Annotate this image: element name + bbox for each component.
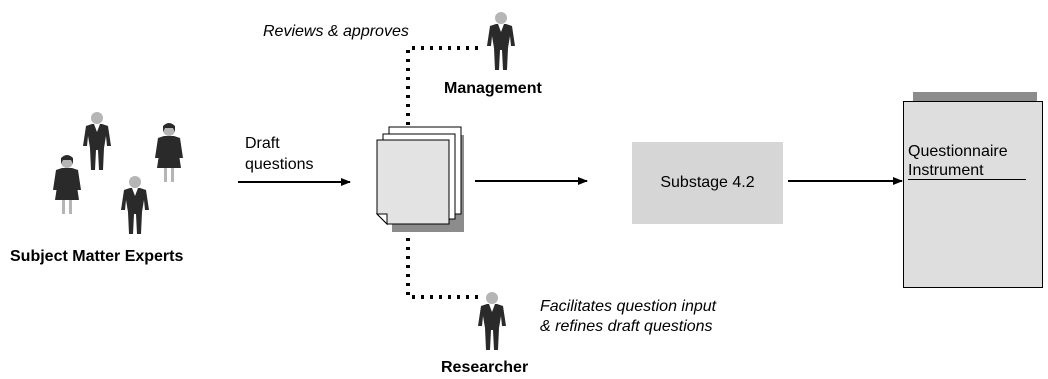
researcher-dotted-connector — [406, 238, 478, 299]
reviews-approves-label: Reviews & approves — [263, 23, 409, 40]
instrument-underline — [908, 179, 1026, 180]
instrument-label-line1: Questionnaire — [908, 143, 1008, 160]
draft-label-line1: Draft — [245, 135, 280, 152]
instrument-document — [903, 101, 1043, 288]
management-person-icon — [487, 12, 515, 70]
instrument-label: Questionnaire Instrument — [908, 142, 1008, 180]
sme-person-icon — [155, 123, 183, 182]
facilitates-label-line2: & refines draft questions — [540, 318, 713, 335]
sme-person-icon — [53, 155, 81, 214]
substage-label: Substage 4.2 — [660, 174, 755, 191]
researcher-label: Researcher — [441, 359, 529, 376]
document-stack-icon — [375, 126, 464, 232]
sme-person-icon — [121, 176, 149, 234]
researcher-person-icon — [478, 292, 506, 350]
draft-label-line2: questions — [245, 156, 314, 173]
substage-box: Substage 4.2 — [632, 142, 783, 224]
management-label: Management — [444, 80, 542, 97]
sme-person-icon — [83, 112, 111, 170]
facilitates-label-line1: Facilitates question input — [540, 298, 717, 315]
instrument-label-line2: Instrument — [908, 162, 984, 179]
sme-label: Subject Matter Experts — [10, 248, 184, 265]
